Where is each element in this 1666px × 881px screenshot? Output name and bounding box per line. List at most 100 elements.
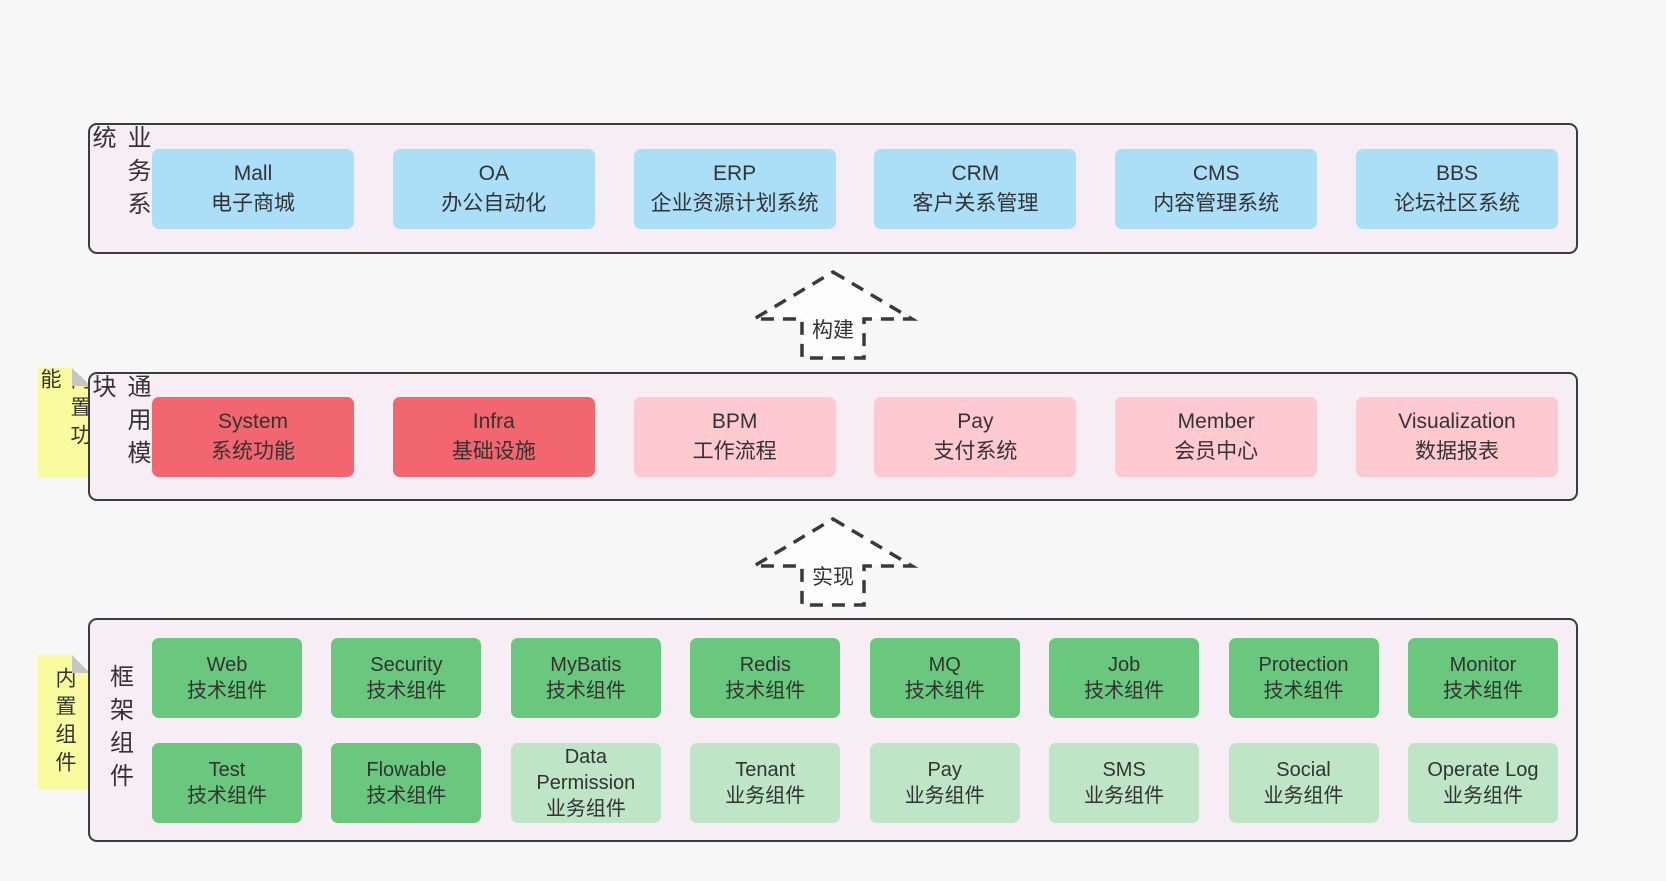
built-in-features-note: 内置功能 <box>38 368 90 478</box>
box-mybatis: MyBatis 技术组件 <box>510 637 661 718</box>
box-subtitle: 会员中心 <box>1174 439 1259 463</box>
box-subtitle: 办公自动化 <box>441 191 547 215</box>
box-title: Data Permission <box>536 745 636 794</box>
box-title: BPM <box>711 409 758 433</box>
box-title: Operate Log <box>1427 758 1539 781</box>
box-title: Mall <box>233 161 273 185</box>
implement-arrow-label: 实现 <box>812 566 854 589</box>
box-title: MQ <box>928 653 961 676</box>
box-subtitle: 电子商城 <box>211 191 295 215</box>
box-title: Visualization <box>1398 409 1516 433</box>
box-title: ERP <box>713 161 757 185</box>
box-monitor: Monitor 技术组件 <box>1407 637 1558 718</box>
box-title: Flowable <box>366 758 447 781</box>
box-pay-biz: Pay 业务组件 <box>869 742 1020 823</box>
box-title: Pay <box>927 758 962 781</box>
box-subtitle: 业务组件 <box>1084 784 1165 807</box>
framework-components-layer: 框架组件 Web 技术组件 Security 技术组件 MyBatis 技术组件… <box>88 618 1578 842</box>
box-test: Test 技术组件 <box>152 742 302 823</box>
business-systems-boxes: Mall 电子商城 OA 办公自动化 ERP 企业资源计划系统 CRM 客户关系… <box>142 125 1576 252</box>
box-tenant: Tenant 业务组件 <box>690 742 841 823</box>
box-subtitle: 业务组件 <box>545 797 626 820</box>
box-flowable: Flowable 技术组件 <box>331 742 482 823</box>
common-modules-layer: 通用模块 System 系统功能 Infra 基础设施 BPM 工作流程 Pay… <box>88 372 1578 501</box>
box-title: BBS <box>1435 161 1478 185</box>
box-erp: ERP 企业资源计划系统 <box>633 148 836 229</box>
up-arrow-icon: 构建 <box>748 269 918 360</box>
box-subtitle: 业务组件 <box>904 784 985 807</box>
box-subtitle: 业务组件 <box>725 784 806 807</box>
box-security: Security 技术组件 <box>331 637 482 718</box>
box-title: MyBatis <box>550 653 622 676</box>
box-title: Job <box>1107 653 1141 676</box>
framework-components-label: 框架组件 <box>105 664 133 796</box>
box-title: System <box>217 409 288 433</box>
box-subtitle: 技术组件 <box>366 784 447 807</box>
box-subtitle: 技术组件 <box>1263 679 1344 702</box>
box-oa: OA 办公自动化 <box>392 148 595 229</box>
note-label: 内置组件 <box>53 666 76 779</box>
box-title: Pay <box>957 409 994 433</box>
box-redis: Redis 技术组件 <box>690 637 841 718</box>
box-subtitle: 企业资源计划系统 <box>650 191 819 215</box>
build-arrow-up: 构建 <box>748 267 918 362</box>
box-title: Tenant <box>735 758 796 781</box>
common-modules-boxes: System 系统功能 Infra 基础设施 BPM 工作流程 Pay 支付系统… <box>142 374 1576 499</box>
box-title: Web <box>206 653 248 676</box>
box-subtitle: 技术组件 <box>187 784 267 807</box>
box-subtitle: 技术组件 <box>366 679 447 702</box>
box-mq: MQ 技术组件 <box>869 637 1020 718</box>
up-arrow-icon: 实现 <box>748 516 918 607</box>
box-crm: CRM 客户关系管理 <box>874 148 1077 229</box>
box-social: Social 业务组件 <box>1228 742 1379 823</box>
box-subtitle: 业务组件 <box>1263 784 1344 807</box>
box-title: Infra <box>472 409 515 433</box>
box-title: SMS <box>1102 758 1146 781</box>
box-subtitle: 技术组件 <box>904 679 985 702</box>
box-system: System 系统功能 <box>152 396 354 477</box>
box-title: OA <box>478 161 509 185</box>
box-bpm: BPM 工作流程 <box>633 396 836 477</box>
box-subtitle: 客户关系管理 <box>912 191 1039 215</box>
box-title: Monitor <box>1449 653 1517 676</box>
box-subtitle: 技术组件 <box>725 679 806 702</box>
box-title: Redis <box>739 653 791 676</box>
box-member: Member 会员中心 <box>1115 396 1318 477</box>
implement-arrow-up: 实现 <box>748 514 918 609</box>
box-title: CRM <box>951 161 1000 185</box>
box-title: Test <box>208 758 246 781</box>
box-subtitle: 业务组件 <box>1442 784 1523 807</box>
box-title: Social <box>1276 758 1331 781</box>
built-in-components-note: 内置组件 <box>38 655 90 790</box>
box-bbs: BBS 论坛社区系统 <box>1355 148 1558 229</box>
box-title: Security <box>370 653 443 676</box>
box-sms: SMS 业务组件 <box>1049 742 1200 823</box>
build-arrow-label: 构建 <box>812 319 854 342</box>
box-subtitle: 基础设施 <box>451 439 536 463</box>
box-subtitle: 系统功能 <box>211 439 295 463</box>
box-subtitle: 工作流程 <box>692 439 777 463</box>
box-subtitle: 技术组件 <box>545 679 626 702</box>
box-cms: CMS 内容管理系统 <box>1115 148 1318 229</box>
box-title: Protection <box>1258 653 1349 676</box>
box-data-permission: Data Permission 业务组件 <box>510 742 661 823</box>
business-systems-layer: 业务系统 Mall 电子商城 OA 办公自动化 ERP 企业资源计划系统 CRM… <box>88 123 1578 254</box>
box-subtitle: 技术组件 <box>187 679 267 702</box>
box-subtitle: 技术组件 <box>1442 679 1523 702</box>
framework-components-boxes: Web 技术组件 Security 技术组件 MyBatis 技术组件 Redi… <box>142 620 1576 840</box>
box-subtitle: 支付系统 <box>933 439 1018 463</box>
box-infra: Infra 基础设施 <box>392 396 595 477</box>
box-web: Web 技术组件 <box>152 637 302 718</box>
note-label: 内置功能 <box>38 368 91 452</box>
box-subtitle: 技术组件 <box>1084 679 1165 702</box>
common-modules-label: 通用模块 <box>88 374 150 473</box>
box-title: Member <box>1177 409 1255 433</box>
box-subtitle: 论坛社区系统 <box>1393 191 1520 215</box>
box-pay: Pay 支付系统 <box>874 396 1077 477</box>
box-operate-log: Operate Log 业务组件 <box>1407 742 1558 823</box>
box-visualization: Visualization 数据报表 <box>1355 396 1558 477</box>
box-protection: Protection 技术组件 <box>1228 637 1379 718</box>
box-title: CMS <box>1192 161 1240 185</box>
box-subtitle: 数据报表 <box>1414 439 1499 463</box>
business-systems-label: 业务系统 <box>88 125 150 224</box>
